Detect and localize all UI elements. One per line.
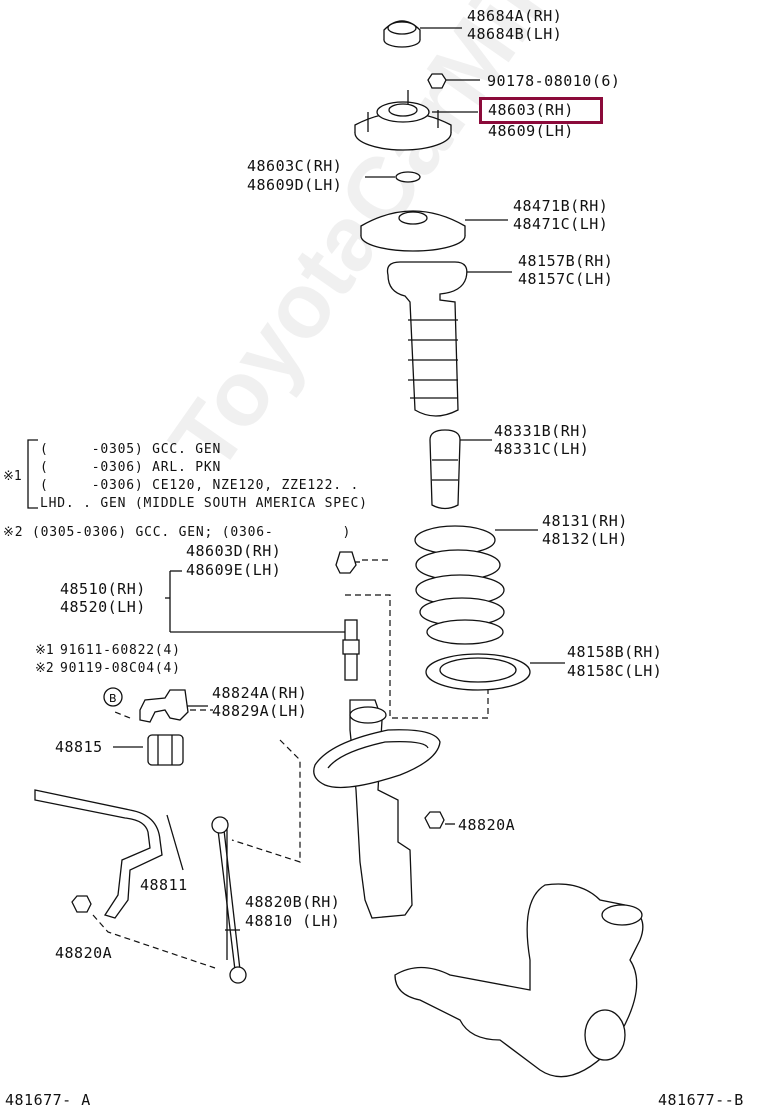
label-48815: 48815 — [55, 738, 103, 756]
b-marker-label: B — [109, 692, 117, 705]
label-48331C: 48331C(LH) — [494, 440, 590, 458]
label-48131: 48131(RH) — [542, 512, 628, 530]
label-48132: 48132(LH) — [542, 530, 628, 548]
label-48520: 48520(LH) — [60, 598, 146, 616]
label-48603D: 48603D(RH) — [186, 542, 282, 560]
label-48510: 48510(RH) — [60, 580, 146, 598]
label-48824A: 48824A(RH) — [212, 684, 308, 702]
label-48820A-right: 48820A — [458, 816, 516, 834]
label-48820B: 48820B(RH) — [245, 893, 341, 911]
label-48829A: 48829A(LH) — [212, 702, 308, 720]
label-48158B: 48158B(RH) — [567, 643, 663, 661]
label-48331B: 48331B(RH) — [494, 422, 590, 440]
label-48609D: 48609D(LH) — [247, 176, 343, 194]
label-48609E: 48609E(LH) — [186, 561, 282, 579]
label-48603[interactable]: 48603(RH) — [488, 101, 574, 119]
note1-line3: ( -0306) CE120, NZE120, ZZE122. . — [40, 478, 360, 493]
label-91611: 91611-60822(4) — [60, 643, 181, 658]
label-48157C: 48157C(LH) — [518, 270, 614, 288]
highlight-box — [479, 97, 603, 124]
note1-line2: ( -0306) ARL. PKN — [40, 460, 222, 475]
label-48158C: 48158C(LH) — [567, 662, 663, 680]
footer-left-code: 481677- A — [5, 1091, 91, 1109]
note2: ※2 (0305-0306) GCC. GEN; (0306- ) — [3, 525, 352, 540]
mark1: ※1 — [35, 643, 54, 658]
note1-line4: LHD. . GEN (MIDDLE SOUTH AMERICA SPEC) — [40, 496, 368, 511]
label-48820A-left: 48820A — [55, 944, 113, 962]
label-48603C: 48603C(RH) — [247, 157, 343, 175]
label-48811: 48811 — [140, 876, 188, 894]
label-48609: 48609(LH) — [488, 122, 574, 140]
label-48471C: 48471C(LH) — [513, 215, 609, 233]
label-90178: 90178-08010(6) — [487, 72, 621, 90]
note1-mark: ※1 — [3, 469, 22, 484]
label-48157B: 48157B(RH) — [518, 252, 614, 270]
mark2: ※2 — [35, 661, 54, 676]
footer-right-code: 481677--B — [658, 1091, 744, 1109]
note1-line1: ( -0305) GCC. GEN — [40, 442, 222, 457]
label-48684B: 48684B(LH) — [467, 25, 563, 43]
label-48810: 48810 (LH) — [245, 912, 341, 930]
label-90119: 90119-08C04(4) — [60, 661, 181, 676]
label-48471B: 48471B(RH) — [513, 197, 609, 215]
label-48684A: 48684A(RH) — [467, 7, 563, 25]
